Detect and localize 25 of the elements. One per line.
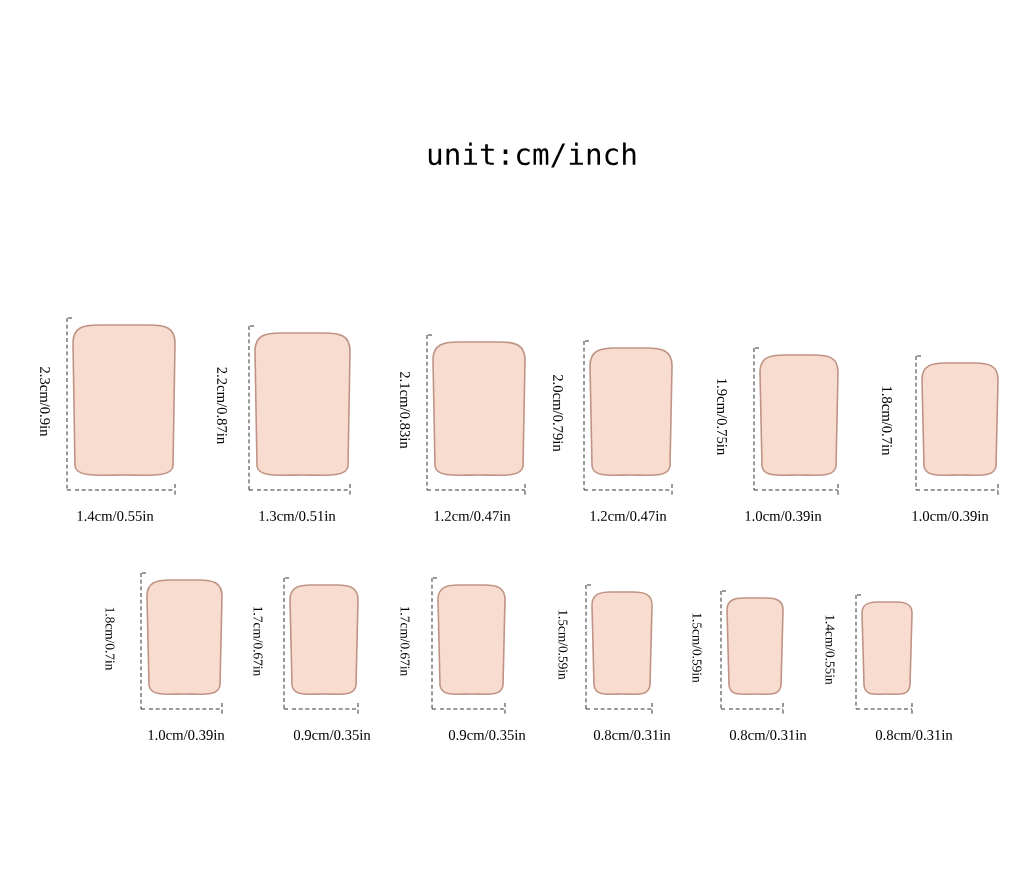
dimension-label: 2.0cm/0.79in [553, 374, 563, 452]
dimension-label: 1.5cm/0.59in [692, 613, 702, 683]
dimension-label: 1.4cm/0.55in [77, 511, 154, 521]
dimension-label: 1.5cm/0.59in [558, 610, 568, 680]
dimension-label: 1.2cm/0.47in [590, 511, 667, 521]
dimension-label: 0.8cm/0.31in [729, 730, 807, 740]
dimension-label: 2.1cm/0.83in [400, 371, 410, 449]
dimension-label: 1.9cm/0.75in [717, 379, 727, 455]
dimension-label: 1.0cm/0.39in [148, 730, 225, 740]
dimension-label: 2.2cm/0.87in [217, 367, 227, 444]
dimension-label: 1.2cm/0.47in [434, 511, 511, 521]
dimension-label: 0.8cm/0.31in [593, 730, 671, 740]
dimension-label: 0.9cm/0.35in [448, 730, 526, 740]
dimension-label: 1.8cm/0.7in [105, 607, 115, 671]
dimension-label: 1.8cm/0.7in [882, 386, 892, 456]
dimension-label: 1.7cm/0.67in [400, 607, 410, 676]
dimension-label: 1.4cm/0.55in [825, 615, 835, 685]
title: unit:cm/inch [428, 142, 636, 168]
dimension-label: 1.7cm/0.67in [253, 607, 263, 676]
dimension-label: 0.8cm/0.31in [875, 730, 953, 740]
dimension-label: 1.0cm/0.39in [745, 511, 822, 521]
dimension-label: 0.9cm/0.35in [293, 730, 371, 740]
dimension-label: 2.3cm/0.9in [40, 367, 50, 437]
dimension-label: 1.3cm/0.51in [259, 511, 336, 521]
dimension-label: 1.0cm/0.39in [912, 511, 989, 521]
